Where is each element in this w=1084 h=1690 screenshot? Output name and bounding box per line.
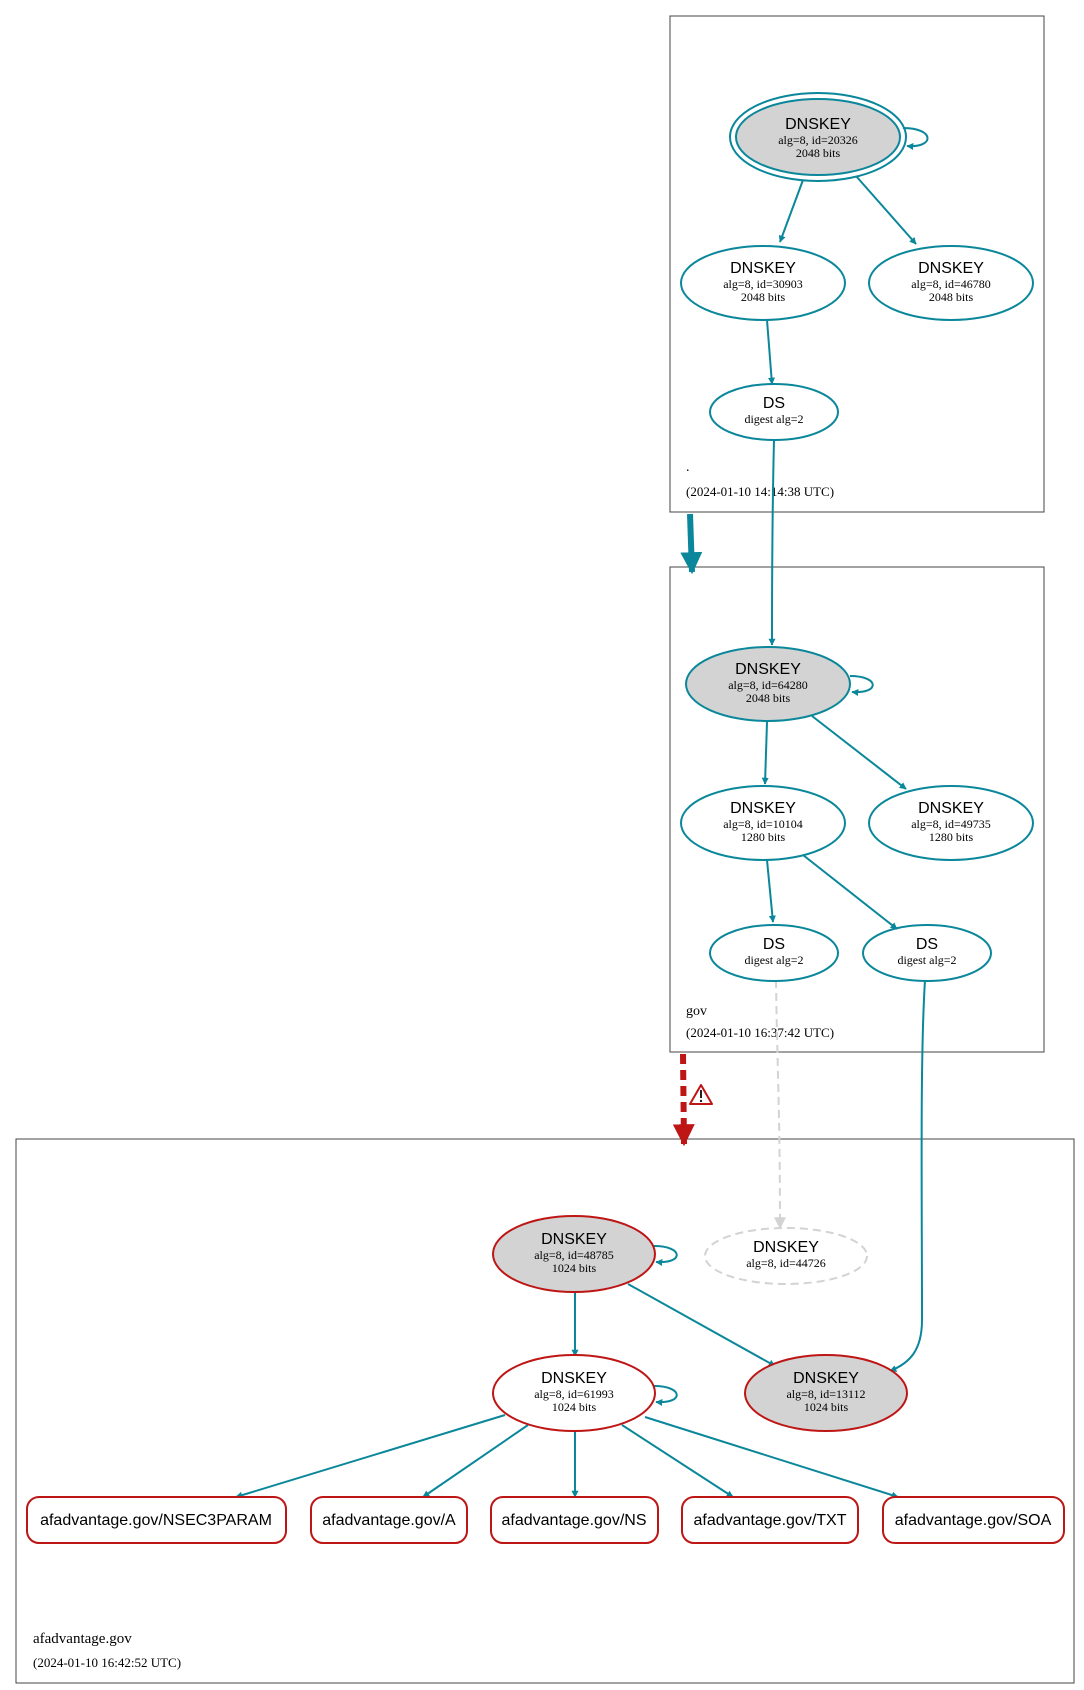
zone-afadvantage-name: afadvantage.gov: [33, 1631, 132, 1647]
edge-root-ksk-to-zsk2: [855, 175, 917, 245]
node-af-44726-title: DNSKEY: [753, 1239, 819, 1256]
edge-root-ds-to-gov-ksk: [768, 439, 776, 646]
node-gov-ds2-line1: digest alg=2: [897, 953, 956, 967]
edge-gov-ds1-to-af-44726: [773, 979, 786, 1230]
node-gov-ds2[interactable]: DS digest alg=2: [862, 924, 992, 982]
node-af-dnskey-13112[interactable]: DNSKEY alg=8, id=13112 1024 bits: [744, 1354, 908, 1432]
node-root-zsk1-title: DNSKEY: [730, 260, 796, 277]
node-root-zsk1[interactable]: DNSKEY alg=8, id=30903 2048 bits: [680, 245, 846, 321]
node-gov-zsk2[interactable]: DNSKEY alg=8, id=49735 1280 bits: [868, 785, 1034, 861]
edge-gov-zsk1-to-ds1: [766, 859, 776, 923]
node-gov-zsk2-line1: alg=8, id=49735: [911, 817, 991, 831]
node-gov-ksk-line1: alg=8, id=64280: [728, 678, 808, 692]
zone-root-box: [669, 15, 1045, 513]
edge-gov-ds2-to-af-13112: [889, 979, 926, 1372]
rrset-nsec3param-label: afadvantage.gov/NSEC3PARAM: [40, 1512, 272, 1529]
edge-af-48785-self: [653, 1245, 678, 1266]
node-root-zsk1-line1: alg=8, id=30903: [723, 277, 803, 291]
edge-gov-ksk-self: [849, 675, 874, 696]
node-af-dnskey-48785[interactable]: DNSKEY alg=8, id=48785 1024 bits: [492, 1215, 656, 1293]
zone-gov-box: [669, 566, 1045, 1053]
node-af-61993-line2: 1024 bits: [552, 1400, 597, 1414]
zone-root-timestamp: (2024-01-10 14:14:38 UTC): [686, 484, 834, 499]
node-root-ds-line1: digest alg=2: [744, 412, 803, 426]
edge-af-61993-to-a: [422, 1424, 529, 1498]
node-gov-ksk[interactable]: DNSKEY alg=8, id=64280 2048 bits: [685, 646, 851, 722]
node-af-48785-line2: 1024 bits: [552, 1261, 597, 1275]
node-root-ksk[interactable]: DNSKEY alg=8, id=20326 2048 bits: [729, 92, 907, 182]
node-root-ksk-title: DNSKEY: [785, 116, 851, 133]
node-root-ksk-line2: 2048 bits: [796, 146, 841, 160]
rrset-txt[interactable]: afadvantage.gov/TXT: [681, 1496, 859, 1544]
node-root-zsk2-line2: 2048 bits: [929, 290, 974, 304]
node-root-ksk-line1: alg=8, id=20326: [778, 133, 858, 147]
edge-af-61993-to-nsec3param: [235, 1414, 506, 1499]
node-gov-ds1-line1: digest alg=2: [744, 953, 803, 967]
edge-root-ksk-self: [902, 127, 929, 150]
edge-gov-zsk1-to-ds2: [802, 854, 898, 930]
rrset-soa-label: afadvantage.gov/SOA: [895, 1512, 1052, 1529]
rrset-ns-label: afadvantage.gov/NS: [502, 1512, 647, 1529]
node-root-zsk1-line2: 2048 bits: [741, 290, 786, 304]
node-gov-ksk-title: DNSKEY: [735, 661, 801, 678]
node-gov-zsk1-line2: 1280 bits: [741, 830, 786, 844]
node-gov-zsk2-title: DNSKEY: [918, 800, 984, 817]
edge-af-61993-to-txt: [621, 1424, 734, 1498]
node-gov-ksk-line2: 2048 bits: [746, 691, 791, 705]
edge-root-zsk1-to-ds: [766, 319, 775, 385]
rrset-a[interactable]: afadvantage.gov/A: [310, 1496, 468, 1544]
node-root-ds[interactable]: DS digest alg=2: [709, 383, 839, 441]
node-af-48785-line1: alg=8, id=48785: [534, 1248, 614, 1262]
node-gov-ds1-title: DS: [763, 936, 785, 953]
rrset-a-label: afadvantage.gov/A: [322, 1512, 456, 1529]
rrset-ns[interactable]: afadvantage.gov/NS: [490, 1496, 659, 1544]
zone-gov-name: gov: [686, 1004, 707, 1019]
node-root-zsk2-line1: alg=8, id=46780: [911, 277, 991, 291]
rrset-txt-label: afadvantage.gov/TXT: [694, 1512, 847, 1529]
node-af-13112-title: DNSKEY: [793, 1370, 859, 1387]
node-af-48785-title: DNSKEY: [541, 1231, 607, 1248]
node-root-zsk2-title: DNSKEY: [918, 260, 984, 277]
edge-af-61993-to-soa: [644, 1416, 899, 1499]
zone-afadvantage-timestamp: (2024-01-10 16:42:52 UTC): [33, 1655, 181, 1670]
edge-root-ksk-to-zsk1: [778, 179, 804, 243]
edge-gov-ksk-to-zsk1: [761, 721, 769, 785]
node-af-61993-line1: alg=8, id=61993: [534, 1387, 614, 1401]
edge-gov-to-afadvantage-delegation: [672, 1053, 695, 1147]
node-af-44726-line1: alg=8, id=44726: [746, 1256, 826, 1270]
rrset-soa[interactable]: afadvantage.gov/SOA: [882, 1496, 1065, 1544]
zone-gov-timestamp: (2024-01-10 16:37:42 UTC): [686, 1025, 834, 1040]
node-af-dnskey-61993[interactable]: DNSKEY alg=8, id=61993 1024 bits: [492, 1354, 656, 1432]
node-gov-zsk1-title: DNSKEY: [730, 800, 796, 817]
zone-root-name: .: [686, 460, 690, 475]
node-gov-ds1[interactable]: DS digest alg=2: [709, 924, 839, 982]
edge-root-to-gov-delegation: [680, 513, 703, 575]
node-root-ds-title: DS: [763, 395, 785, 412]
node-gov-zsk1[interactable]: DNSKEY alg=8, id=10104 1280 bits: [680, 785, 846, 861]
edge-gov-ksk-to-zsk2: [811, 715, 907, 790]
zone-afadvantage-box: [15, 1138, 1075, 1684]
node-root-zsk2[interactable]: DNSKEY alg=8, id=46780 2048 bits: [868, 245, 1034, 321]
rrset-nsec3param[interactable]: afadvantage.gov/NSEC3PARAM: [26, 1496, 287, 1544]
node-gov-zsk2-line2: 1280 bits: [929, 830, 974, 844]
node-af-13112-line2: 1024 bits: [804, 1400, 849, 1414]
node-af-13112-line1: alg=8, id=13112: [786, 1387, 865, 1401]
warning-triangle-icon: [689, 1084, 713, 1105]
node-af-61993-title: DNSKEY: [541, 1370, 607, 1387]
edge-af-48785-to-13112: [627, 1283, 776, 1367]
node-gov-zsk1-line1: alg=8, id=10104: [723, 817, 803, 831]
node-gov-ds2-title: DS: [916, 936, 938, 953]
node-af-dnskey-44726[interactable]: DNSKEY alg=8, id=44726: [704, 1227, 868, 1285]
edge-af-61993-self: [653, 1385, 678, 1406]
